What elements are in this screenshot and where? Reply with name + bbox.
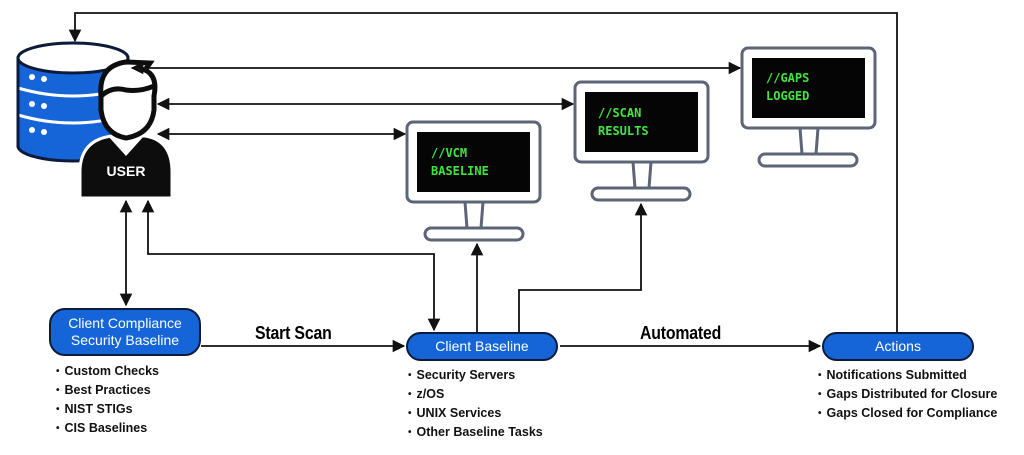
user-icon — [78, 59, 174, 200]
list-item: CIS Baselines — [56, 419, 159, 438]
monitor-scan-line1: //SCAN — [598, 106, 641, 120]
monitor-vcm-line1: //VCM — [431, 146, 467, 160]
node-client-compliance: Client Compliance Security Baseline — [49, 308, 201, 356]
monitor-gaps — [740, 46, 877, 168]
user-label: USER — [107, 163, 146, 179]
list-item: Best Practices — [56, 381, 159, 400]
node-actions: Actions — [822, 332, 974, 361]
list-item: Notifications Submitted — [818, 366, 997, 385]
monitor-scan — [573, 80, 710, 202]
actions-list: Notifications Submitted Gaps Distributed… — [818, 366, 998, 423]
monitor-vcm-line2: BASELINE — [431, 164, 489, 178]
list-item: Gaps Distributed for Closure — [818, 385, 998, 404]
node-client-baseline-label: Client Baseline — [435, 338, 529, 354]
compliance-list: Custom Checks Best Practices NIST STIGs … — [56, 362, 159, 438]
list-item: Gaps Closed for Compliance — [818, 404, 998, 423]
monitor-gaps-line1: //GAPS — [766, 71, 809, 85]
monitor-vcm — [405, 120, 542, 242]
edge-actions-to-database — [68, 12, 898, 332]
node-client-compliance-line2: Security Baseline — [70, 332, 180, 348]
edge-label-automated: Automated — [640, 323, 722, 343]
list-item: Other Baseline Tasks — [408, 423, 543, 442]
list-item: Custom Checks — [56, 362, 159, 381]
node-client-compliance-line1: Client Compliance — [68, 315, 182, 331]
baseline-list: Security Servers z/OS UNIX Services Othe… — [408, 366, 543, 442]
list-item: Security Servers — [408, 366, 543, 385]
list-item: z/OS — [408, 385, 543, 404]
node-actions-label: Actions — [875, 338, 921, 354]
edge-baseline-scan — [518, 202, 648, 332]
edge-user-baseline — [141, 199, 441, 332]
monitor-gaps-line2: LOGGED — [766, 89, 809, 103]
node-client-baseline: Client Baseline — [406, 332, 558, 361]
list-item: NIST STIGs — [56, 400, 159, 419]
edge-label-start-scan: Start Scan — [255, 323, 332, 343]
list-item: UNIX Services — [408, 404, 543, 423]
monitor-scan-line2: RESULTS — [598, 124, 649, 138]
